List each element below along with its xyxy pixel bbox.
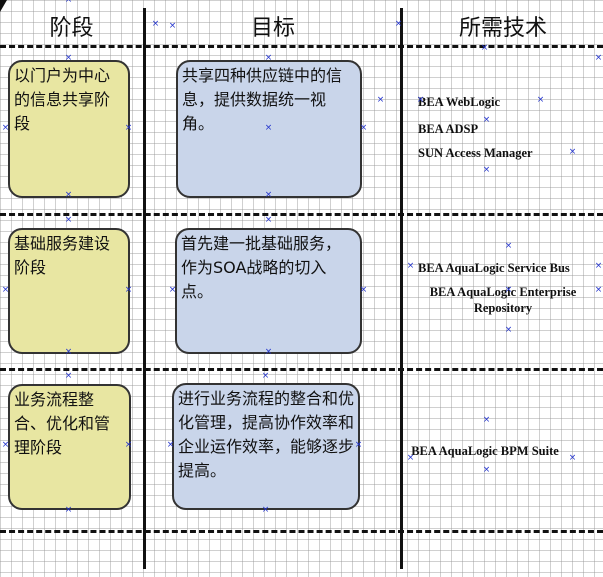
header-goal: 目标 (250, 16, 295, 41)
row-divider-1 (0, 213, 603, 216)
row-divider-3 (0, 530, 603, 533)
x-marker-icon: × (594, 285, 603, 295)
x-marker-icon: × (536, 95, 545, 105)
x-marker-icon: × (168, 285, 177, 295)
x-marker-icon: × (64, 0, 73, 5)
stage-box-2: 基础服务建设阶段 (8, 228, 130, 354)
stage-box-1: 以门户为中心的信息共享阶段 (8, 60, 130, 198)
x-marker-icon: × (406, 261, 415, 271)
x-marker-icon: × (568, 147, 577, 157)
stage-text-2: 基础服务建设阶段 (14, 234, 111, 277)
x-marker-icon: × (594, 53, 603, 63)
goal-box-2: 首先建一批基础服务，作为SOA战略的切入点。 (175, 228, 362, 354)
x-marker-icon: × (124, 285, 133, 295)
x-marker-icon: × (1, 123, 10, 133)
x-marker-icon: × (124, 123, 133, 133)
goal-text-1: 共享四种供应链中的信息，提供数据统一视角。 (182, 66, 343, 133)
tech-item: BEA AquaLogic Enterprise Repository (429, 285, 577, 315)
x-marker-icon: × (568, 453, 577, 463)
x-marker-icon: × (1, 440, 10, 450)
tech-item: SUN Access Manager (418, 146, 533, 160)
x-marker-icon: × (504, 285, 513, 295)
x-marker-icon: × (354, 440, 363, 450)
x-marker-icon: × (594, 261, 603, 271)
x-marker-icon: × (406, 453, 415, 463)
x-marker-icon: × (482, 415, 491, 425)
x-marker-icon: × (482, 165, 491, 175)
row-divider-2 (0, 368, 603, 371)
tech-item: BEA AquaLogic BPM Suite (411, 444, 559, 458)
column-divider-2 (400, 8, 403, 569)
x-marker-icon: × (64, 371, 73, 381)
x-marker-icon: × (64, 215, 73, 225)
x-marker-icon: × (264, 190, 273, 200)
tech-item: BEA AquaLogic Service Bus (418, 261, 570, 275)
x-marker-icon: × (168, 21, 177, 31)
goal-text-3: 进行业务流程的整合和优化管理，提高协作效率和企业运作效率，能够逐步提高。 (178, 389, 355, 480)
x-marker-icon: × (394, 19, 403, 29)
x-marker-icon: × (482, 465, 491, 475)
tech-item: BEA ADSP (418, 122, 479, 136)
goal-box-3: 进行业务流程的整合和优化管理，提高协作效率和企业运作效率，能够逐步提高。 (172, 383, 360, 510)
x-marker-icon: × (264, 215, 273, 225)
x-marker-icon: × (64, 505, 73, 515)
x-marker-icon: × (359, 285, 368, 295)
x-marker-icon: × (480, 43, 489, 53)
stage-text-3: 业务流程整合、优化和管理阶段 (14, 390, 111, 457)
stage-text-1: 以门户为中心的信息共享阶段 (14, 66, 111, 133)
x-marker-icon: × (359, 123, 368, 133)
x-marker-icon: × (64, 53, 73, 63)
x-marker-icon: × (264, 53, 273, 63)
x-marker-icon: × (64, 190, 73, 200)
x-marker-icon: × (482, 115, 491, 125)
tech-item: BEA WebLogic (418, 95, 501, 109)
x-marker-icon: × (504, 241, 513, 251)
x-marker-icon: × (376, 95, 385, 105)
x-marker-icon: × (166, 440, 175, 450)
x-marker-icon: × (261, 371, 270, 381)
arrow-cursor-icon (0, 0, 7, 12)
x-marker-icon: × (151, 19, 160, 29)
goal-text-2: 首先建一批基础服务，作为SOA战略的切入点。 (181, 234, 342, 301)
header-tech: 所需技术 (458, 16, 547, 41)
stage-box-3: 业务流程整合、优化和管理阶段 (8, 384, 131, 510)
column-divider-1 (143, 8, 146, 569)
x-marker-icon: × (124, 440, 133, 450)
header-stage: 阶段 (49, 16, 94, 41)
x-marker-icon: × (261, 505, 270, 515)
x-marker-icon: × (416, 95, 425, 105)
x-marker-icon: × (264, 347, 273, 357)
goal-box-1: 共享四种供应链中的信息，提供数据统一视角。 (176, 60, 362, 198)
x-marker-icon: × (264, 123, 273, 133)
x-marker-icon: × (504, 325, 513, 335)
x-marker-icon: × (64, 347, 73, 357)
x-marker-icon: × (1, 285, 10, 295)
row-divider-header (0, 45, 603, 48)
